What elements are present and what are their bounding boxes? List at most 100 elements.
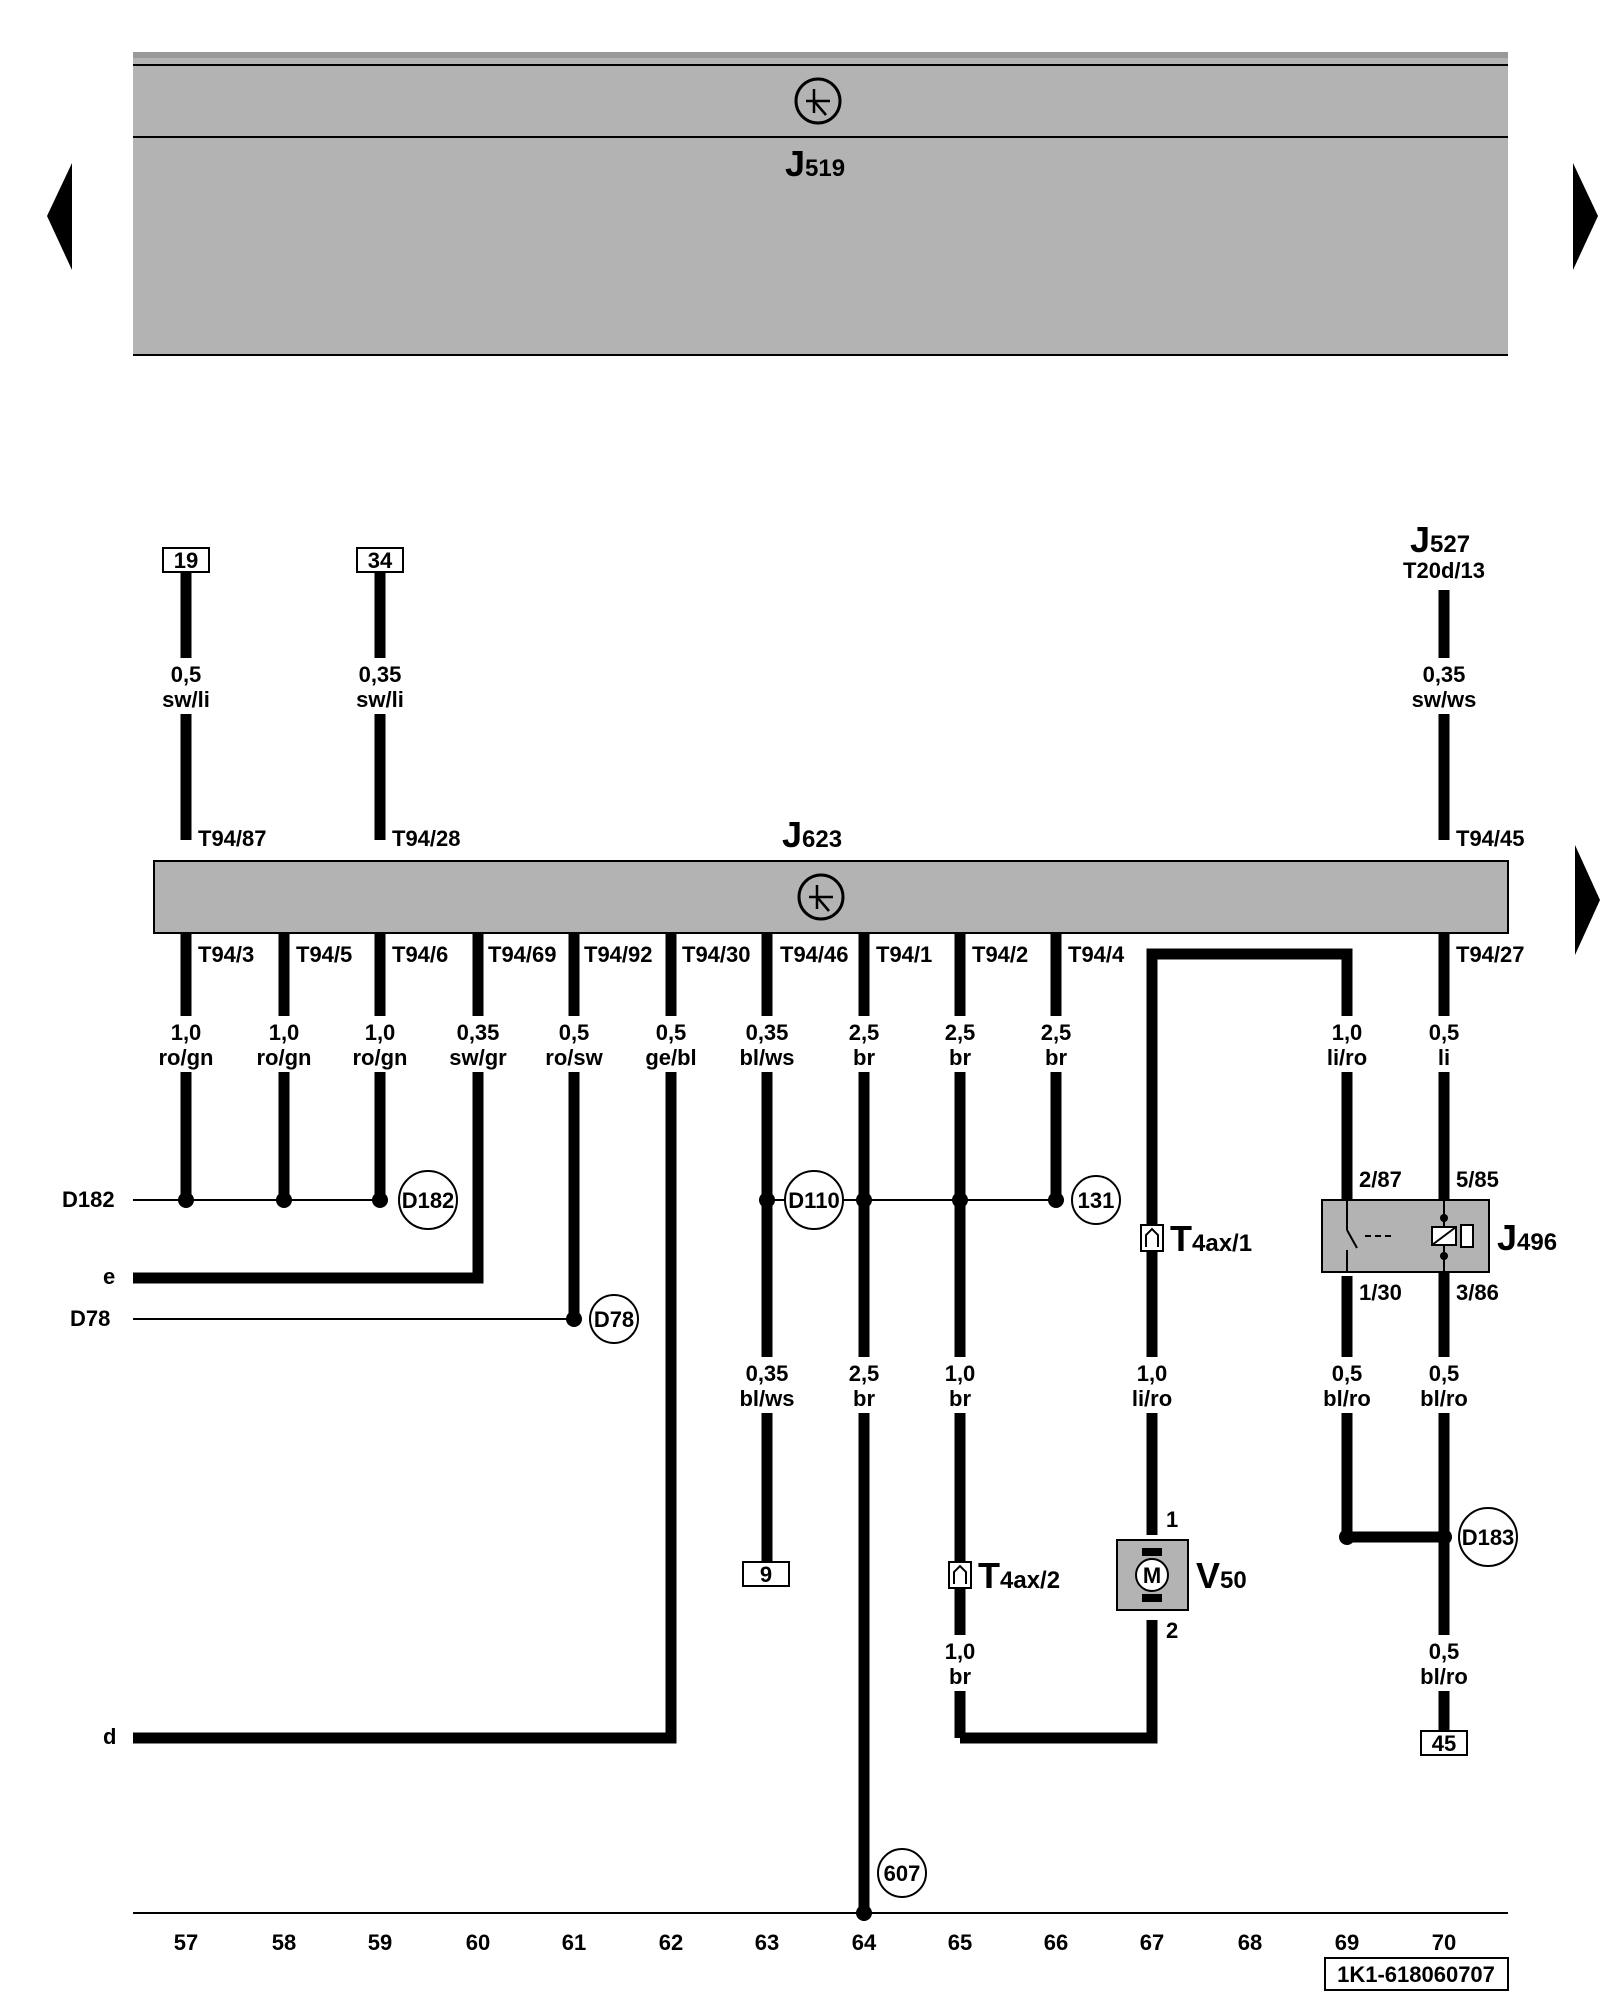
- svg-text:3/86: 3/86: [1456, 1280, 1499, 1305]
- svg-text:0,35: 0,35: [746, 1020, 789, 1045]
- svg-text:T94/69: T94/69: [488, 942, 557, 967]
- svg-text:1,0: 1,0: [269, 1020, 300, 1045]
- control-unit-symbol-icon: [794, 77, 842, 125]
- svg-text:5/85: 5/85: [1456, 1167, 1499, 1192]
- left-label-d182: D182: [62, 1187, 115, 1212]
- svg-text:2: 2: [1166, 1618, 1178, 1643]
- svg-text:66: 66: [1044, 1930, 1068, 1955]
- j623-label: J623: [782, 814, 842, 855]
- svg-text:D110: D110: [788, 1188, 839, 1213]
- svg-text:bl/ws: bl/ws: [739, 1045, 794, 1070]
- svg-text:bl/ro: bl/ro: [1420, 1386, 1468, 1411]
- svg-text:0,35: 0,35: [746, 1361, 789, 1386]
- svg-text:bl/ro: bl/ro: [1323, 1386, 1371, 1411]
- svg-text:61: 61: [562, 1930, 586, 1955]
- svg-text:T94/92: T94/92: [584, 942, 653, 967]
- svg-text:1/30: 1/30: [1359, 1280, 1402, 1305]
- svg-text:1,0: 1,0: [945, 1639, 976, 1664]
- ref-circle-d110: D110: [784, 1170, 844, 1230]
- document-id: 1K1-618060707: [1324, 1957, 1509, 1991]
- svg-text:T94/46: T94/46: [780, 942, 849, 967]
- svg-text:br: br: [1045, 1045, 1067, 1070]
- splice-dots: [178, 1192, 1452, 1921]
- svg-text:ge/bl: ge/bl: [645, 1045, 696, 1070]
- svg-text:T94/3: T94/3: [198, 942, 254, 967]
- svg-text:607: 607: [884, 1861, 921, 1886]
- svg-text:br: br: [949, 1664, 971, 1689]
- j527-pin: T20d/13: [1403, 558, 1485, 583]
- continuation-arrow-icon[interactable]: [1575, 845, 1600, 955]
- svg-text:69: 69: [1335, 1930, 1359, 1955]
- svg-text:0,5: 0,5: [1429, 1361, 1460, 1386]
- left-label-d78: D78: [70, 1306, 110, 1331]
- svg-text:2,5: 2,5: [849, 1361, 880, 1386]
- svg-text:45: 45: [1432, 1731, 1456, 1756]
- svg-text:sw/li: sw/li: [356, 687, 404, 712]
- pin-t94-87: T94/87: [198, 826, 267, 851]
- svg-text:2,5: 2,5: [1041, 1020, 1072, 1045]
- svg-text:0,5: 0,5: [656, 1020, 687, 1045]
- svg-text:34: 34: [368, 548, 393, 573]
- pin-t94-45: T94/45: [1456, 826, 1525, 851]
- svg-text:T94/1: T94/1: [876, 942, 932, 967]
- svg-text:0,5: 0,5: [1332, 1361, 1363, 1386]
- wire-labels-row1: 1,0 ro/gn 1,0 ro/gn 1,0 ro/gn 0,35 sw/gr…: [150, 1016, 1480, 1072]
- svg-text:2,5: 2,5: [849, 1020, 880, 1045]
- svg-text:1,0: 1,0: [945, 1361, 976, 1386]
- svg-text:br: br: [949, 1045, 971, 1070]
- svg-text:62: 62: [659, 1930, 683, 1955]
- nav-next-arrow-icon[interactable]: [1573, 163, 1598, 270]
- j527-label: J527: [1410, 519, 1470, 560]
- svg-text:J496: J496: [1497, 1217, 1557, 1258]
- svg-text:2,5: 2,5: [945, 1020, 976, 1045]
- svg-text:68: 68: [1238, 1930, 1262, 1955]
- svg-text:1K1-618060707: 1K1-618060707: [1337, 1962, 1495, 1987]
- svg-text:sw/li: sw/li: [162, 687, 210, 712]
- motor-v50: M V50 1 2: [1116, 1507, 1247, 1643]
- svg-text:58: 58: [272, 1930, 296, 1955]
- svg-text:ro/gn: ro/gn: [257, 1045, 312, 1070]
- wires-j623-bottom: [133, 933, 1450, 1913]
- svg-text:131: 131: [1078, 1188, 1115, 1213]
- svg-text:T94/6: T94/6: [392, 942, 448, 967]
- control-unit-symbol-icon: [797, 873, 845, 921]
- column-numbers: 57 58 59 60 61 62 63 64 65 66 67 68 69 7…: [174, 1930, 1456, 1955]
- svg-text:57: 57: [174, 1930, 198, 1955]
- svg-text:0,35: 0,35: [359, 662, 402, 687]
- svg-text:T94/27: T94/27: [1456, 942, 1525, 967]
- svg-text:64: 64: [852, 1930, 877, 1955]
- svg-text:1,0: 1,0: [365, 1020, 396, 1045]
- j623-module: [153, 860, 1509, 934]
- svg-text:br: br: [853, 1386, 875, 1411]
- svg-text:br: br: [853, 1045, 875, 1070]
- svg-text:1,0: 1,0: [1332, 1020, 1363, 1045]
- svg-text:1,0: 1,0: [1137, 1361, 1168, 1386]
- svg-text:65: 65: [948, 1930, 972, 1955]
- svg-text:T94/5: T94/5: [296, 942, 352, 967]
- svg-text:70: 70: [1432, 1930, 1456, 1955]
- ref-box-34: 34: [356, 547, 404, 573]
- svg-text:63: 63: [755, 1930, 779, 1955]
- svg-text:bl/ro: bl/ro: [1420, 1664, 1468, 1689]
- svg-text:1,0: 1,0: [171, 1020, 202, 1045]
- svg-text:V50: V50: [1196, 1555, 1247, 1596]
- svg-text:br: br: [949, 1386, 971, 1411]
- svg-text:ro/sw: ro/sw: [545, 1045, 603, 1070]
- ref-box-9: 9: [742, 1561, 790, 1587]
- j519-module: J519: [133, 52, 1508, 356]
- left-label-e: e: [103, 1264, 115, 1289]
- left-label-d: d: [103, 1724, 116, 1749]
- ref-circle-d183: D183: [1458, 1507, 1518, 1567]
- nav-prev-arrow-icon[interactable]: [47, 163, 72, 270]
- ref-circle-607: 607: [877, 1848, 927, 1898]
- ref-box-45: 45: [1420, 1730, 1468, 1756]
- svg-text:T94/2: T94/2: [972, 942, 1028, 967]
- svg-text:0,35: 0,35: [1423, 662, 1466, 687]
- svg-text:D182: D182: [402, 1188, 455, 1213]
- svg-text:0,35: 0,35: [457, 1020, 500, 1045]
- svg-text:T94/4: T94/4: [1068, 942, 1125, 967]
- svg-text:1: 1: [1166, 1507, 1178, 1532]
- svg-text:0,5: 0,5: [559, 1020, 590, 1045]
- svg-text:sw/ws: sw/ws: [1412, 687, 1477, 712]
